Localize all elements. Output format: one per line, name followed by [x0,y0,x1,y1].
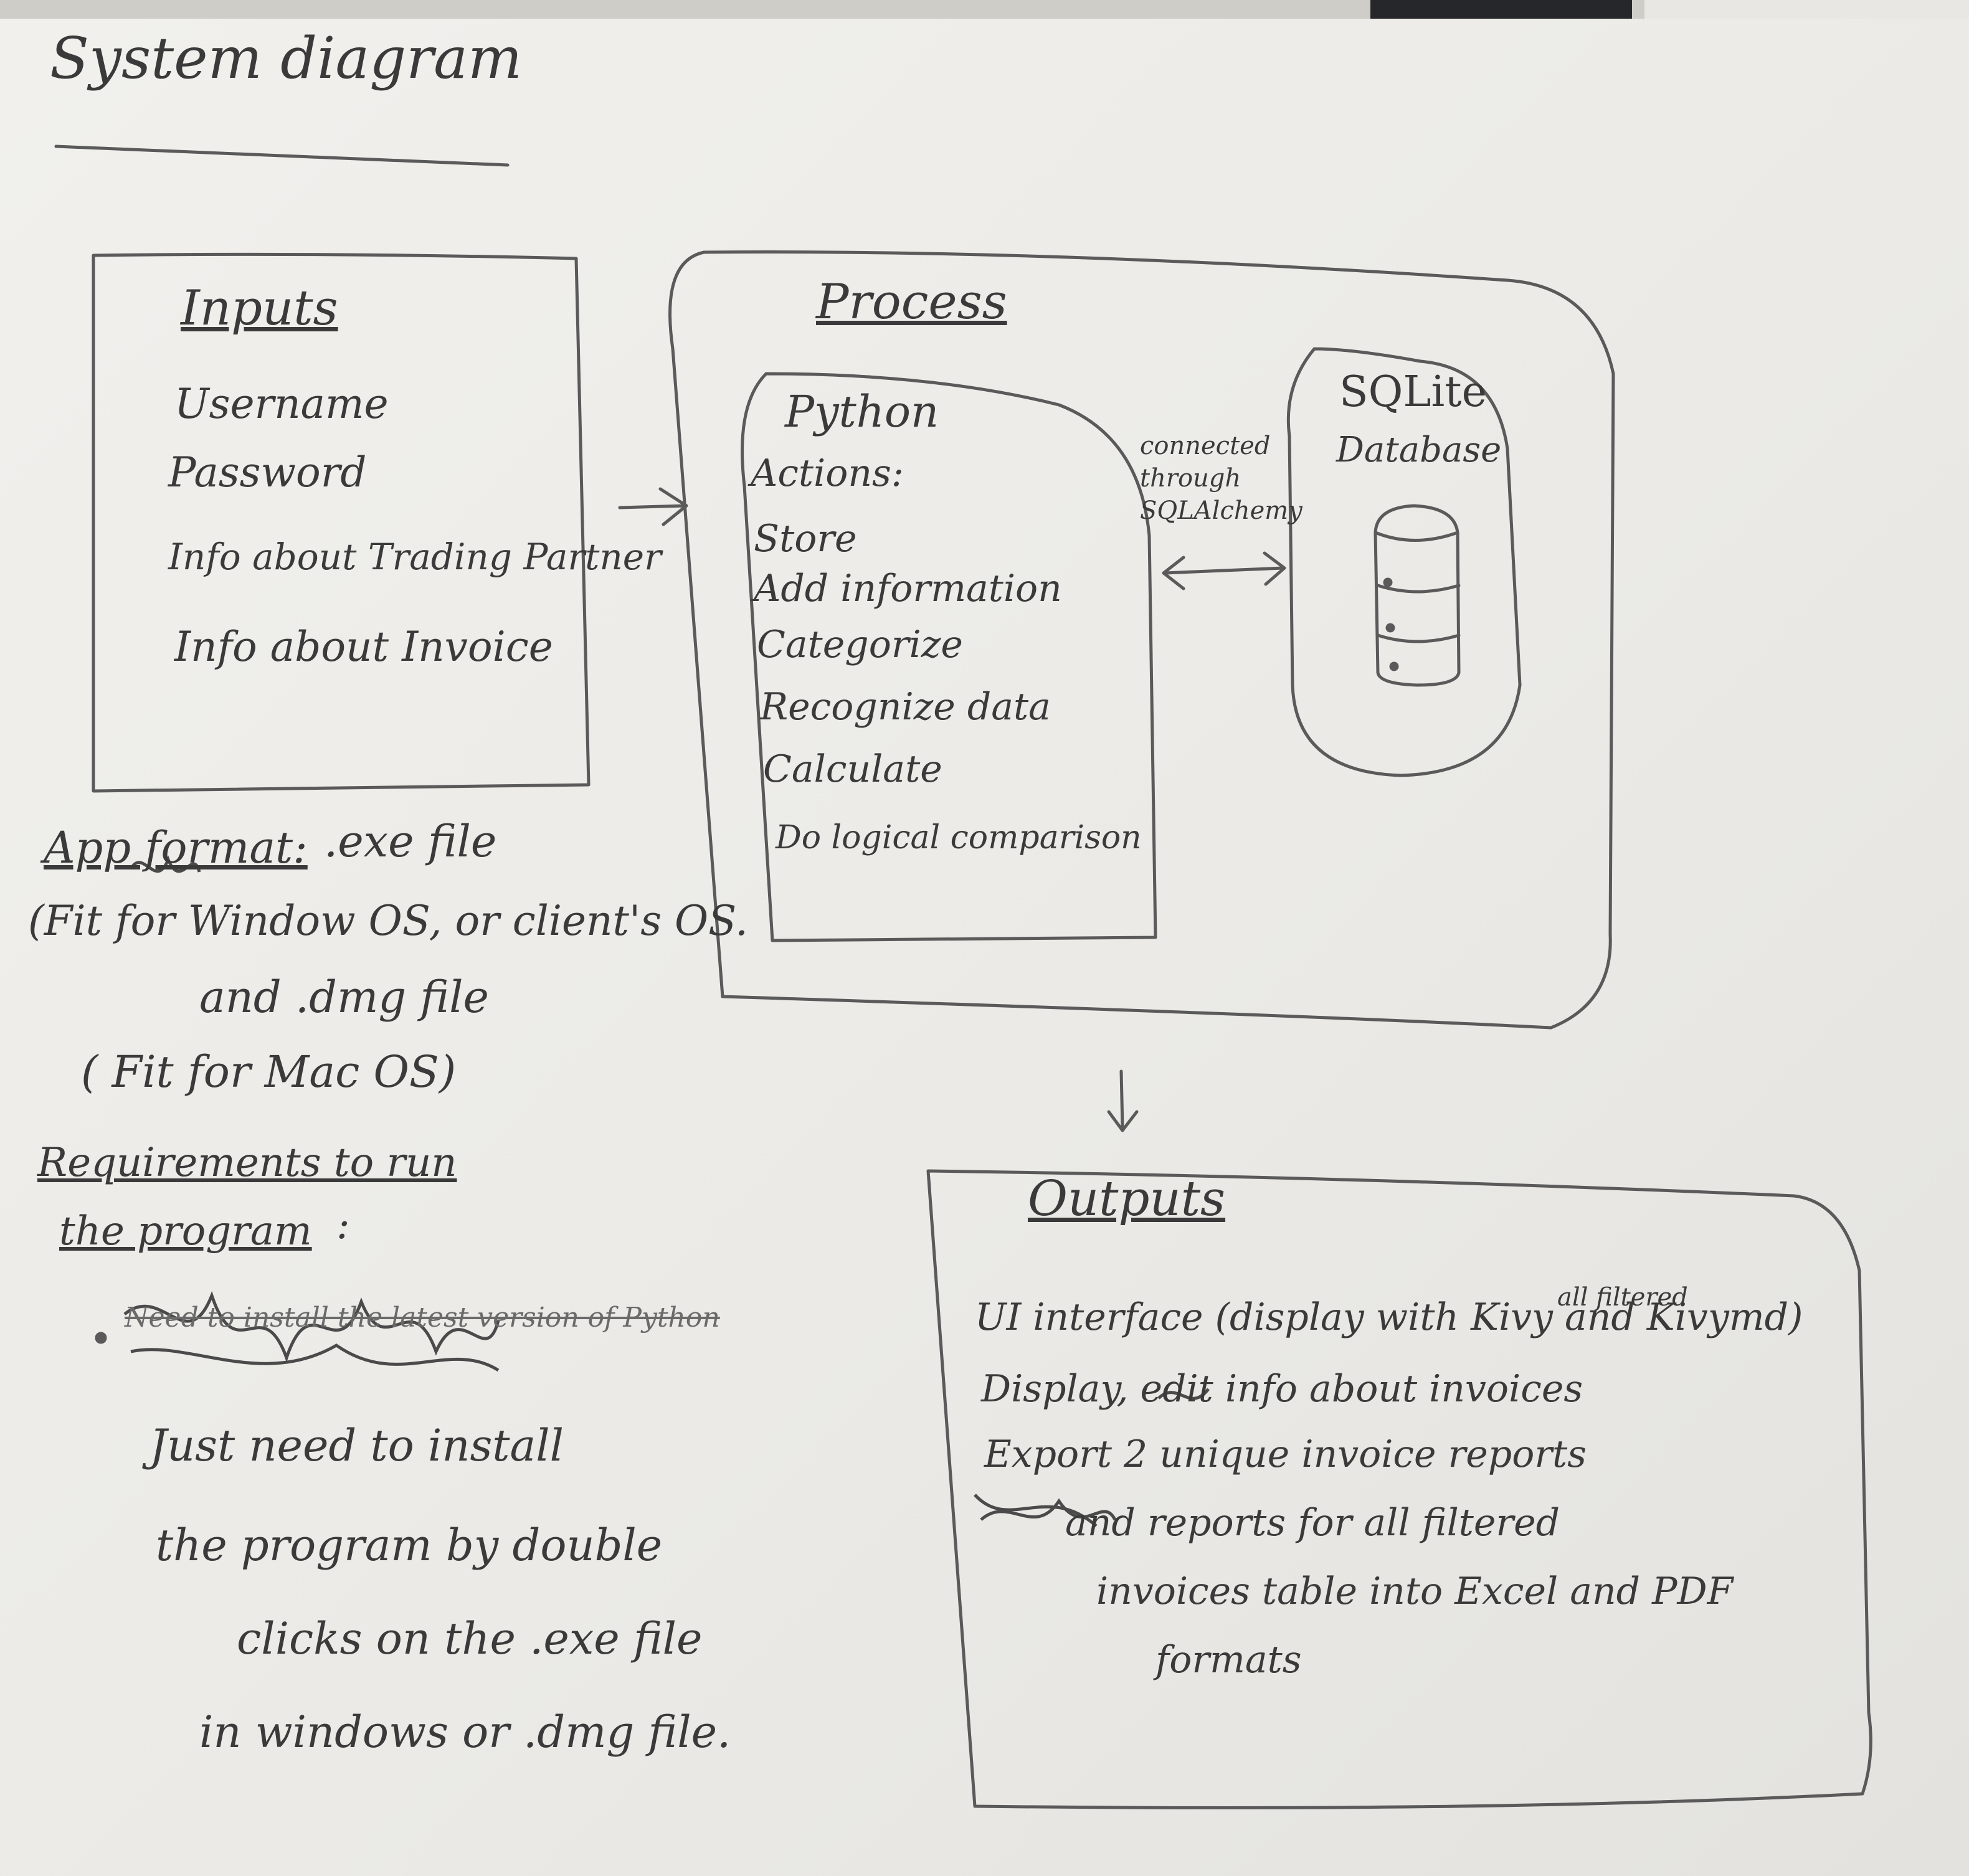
python-heading: Python [785,386,939,437]
connector-label: connected through SQLAlchemy [1140,432,1302,525]
requirements-struck-text: Need to install the latest version of Py… [125,1302,720,1334]
output-line-display: Display, edit info about invoices [981,1367,1583,1411]
process-heading: Process [816,274,1007,330]
output-line-formats: formats [1155,1638,1302,1682]
outputs-inserted-word: all filtered [1557,1283,1688,1312]
scribble-fit [129,855,201,873]
python-action-add-information: Add information [754,567,1062,610]
background-object-dark [1370,0,1632,19]
sqlite-label: SQLite [1339,367,1487,417]
database-cylinder-icon [1374,504,1461,687]
sqlite-box [1286,347,1522,777]
python-action-calculate: Calculate [763,747,942,791]
scribble-requirements [123,1291,500,1363]
arrow-inputs-to-process [618,487,688,526]
outputs-box [926,1169,1872,1809]
app-format-exe: .exe file [324,816,497,867]
arrow-process-to-outputs [1107,1069,1139,1132]
app-format-label: App format: [44,822,308,873]
python-actions-label: Actions: [751,452,904,495]
scribble-edit [1157,1388,1210,1400]
requirements-colon: : [336,1202,350,1248]
arrow-python-sqlite [1162,551,1286,590]
scribble-marks [123,855,1210,1527]
input-item-password: Password [168,448,367,496]
python-action-store: Store [754,517,857,561]
paper-sheet [0,19,1969,1876]
app-format-windows: (Fit for Window OS, or client's OS. [28,897,748,945]
requirements-heading: Requirements to run [37,1140,457,1186]
inputs-box [92,252,591,793]
requirement-line-2: the program by double [156,1520,663,1571]
page-title: System diagram [50,25,523,92]
requirement-line-3: clicks on the .exe file [237,1613,703,1664]
scribble-display [980,1498,1117,1521]
outputs-heading: Outputs [1028,1171,1226,1227]
process-box [668,250,1615,1030]
python-action-recognize-data: Recognize data [760,685,1051,729]
input-item-trading-partner: Info about Trading Partner [168,536,662,578]
output-line-excel-pdf: invoices table into Excel and PDF [1096,1570,1734,1613]
inputs-heading: Inputs [181,280,338,336]
requirement-line-4: in windows or .dmg file. [199,1707,731,1758]
python-box [741,372,1157,942]
bullet-dot [95,1332,107,1344]
python-action-logical-comparison: Do logical comparison [776,819,1142,856]
requirement-line-1: Just need to install [149,1420,564,1471]
requirements-heading-2: the program [59,1208,312,1254]
input-item-username: Username [174,380,389,428]
python-action-categorize: Categorize [757,623,963,666]
input-item-invoice: Info about Invoice [174,623,553,671]
app-format-dmg: and .dmg file [199,972,489,1023]
output-line-ui: UI interface (display with Kivy and Kivy… [975,1296,1803,1339]
app-format-mac: ( Fit for Mac OS) [81,1046,457,1097]
database-label: Database [1336,430,1502,470]
title-underline [54,144,510,167]
output-line-export: Export 2 unique invoice reports [984,1433,1587,1476]
output-line-reports: and reports for all filtered [1065,1501,1560,1545]
